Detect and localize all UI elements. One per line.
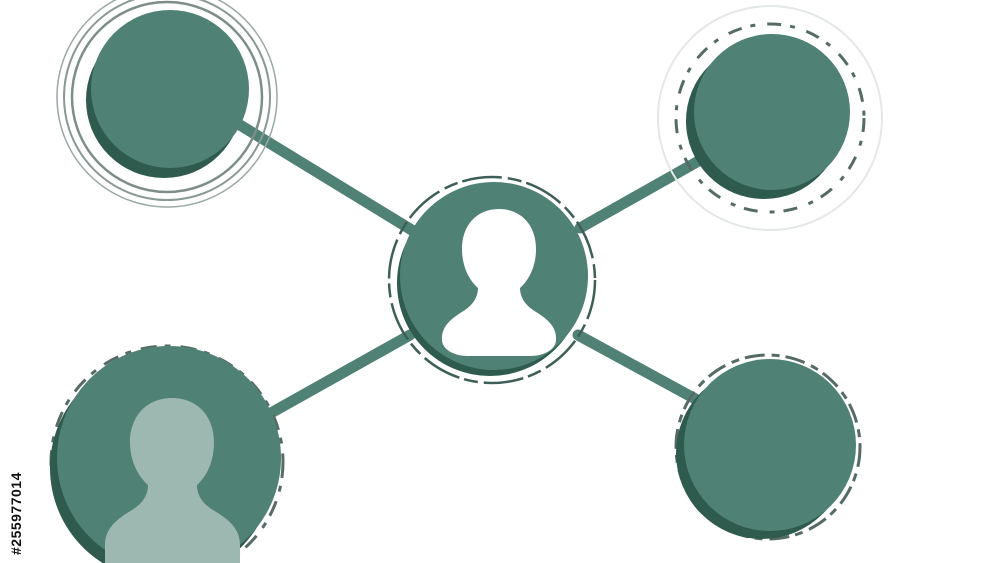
hub-node xyxy=(387,175,597,385)
connector-top-left xyxy=(234,119,421,238)
stock-id-label: #255977014 xyxy=(8,472,24,555)
node-disc xyxy=(91,10,249,168)
node-top-left xyxy=(56,0,278,208)
halo-faint xyxy=(657,5,883,231)
node-dashed-ring xyxy=(674,353,862,541)
node-bottom-right xyxy=(674,353,862,541)
connector-top-right xyxy=(574,144,724,234)
node-disc xyxy=(694,34,850,190)
user-icon xyxy=(105,398,240,563)
ring-middle xyxy=(63,0,271,201)
ring-outer xyxy=(56,0,278,208)
node-bottom-left xyxy=(49,344,285,563)
user-icon xyxy=(441,209,557,356)
connector-bottom-left xyxy=(256,329,416,424)
connector-bottom-right xyxy=(572,329,718,414)
hub-dashed-ring xyxy=(387,175,597,385)
ring-inner xyxy=(70,0,264,194)
node-top-right xyxy=(657,5,883,231)
node-disc xyxy=(684,359,856,531)
connectors xyxy=(234,119,724,424)
halo-dashed xyxy=(674,22,866,214)
